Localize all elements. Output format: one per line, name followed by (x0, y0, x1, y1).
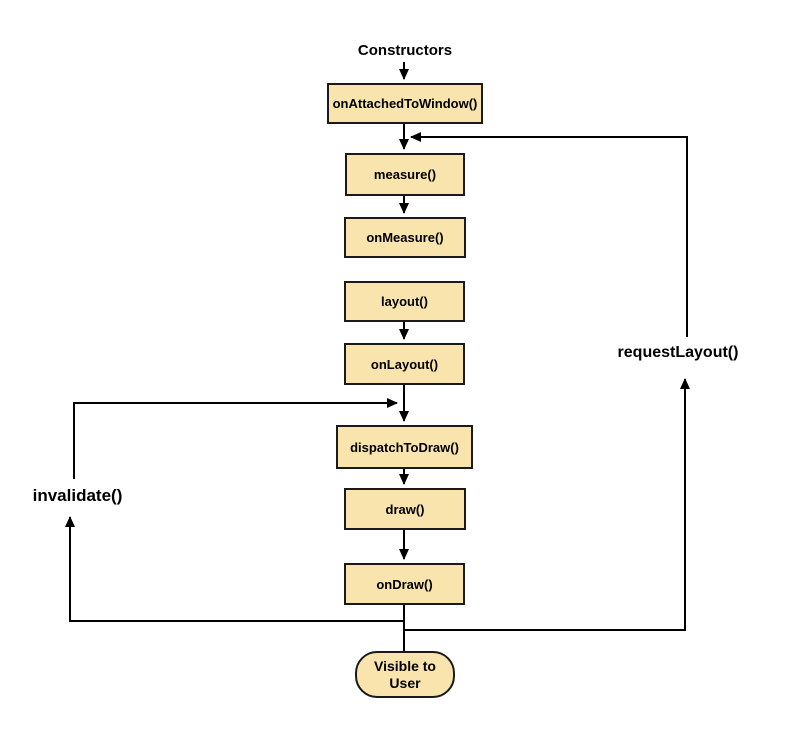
node-on-layout: onLayout() (344, 343, 465, 385)
invalidate-label: invalidate() (32, 486, 123, 505)
node-on-attached-to-window: onAttachedToWindow() (327, 83, 483, 124)
constructors-label: Constructors (357, 42, 453, 59)
node-on-measure: onMeasure() (344, 217, 466, 258)
node-visible-to-user: Visible to User (355, 651, 455, 698)
node-measure: measure() (345, 153, 465, 196)
node-draw: draw() (344, 488, 466, 530)
request-layout-label: requestLayout() (617, 344, 739, 361)
node-dispatch-to-draw: dispatchToDraw() (336, 425, 473, 469)
node-on-draw: onDraw() (344, 563, 465, 605)
node-layout: layout() (344, 281, 465, 322)
